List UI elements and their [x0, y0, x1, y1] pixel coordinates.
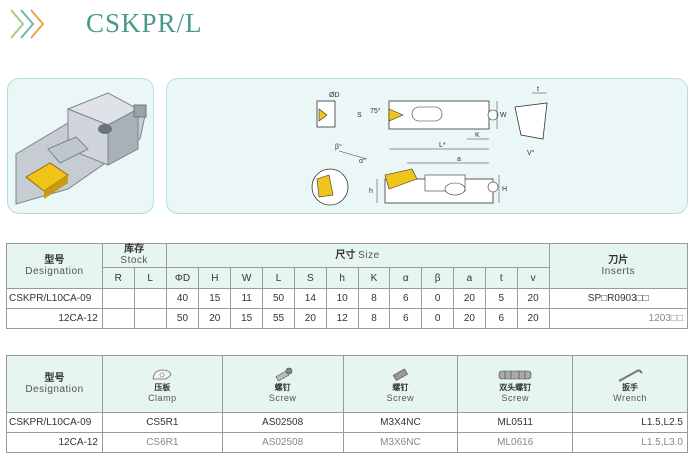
size-col: t: [484, 267, 518, 289]
clamp-cell: CS5R1: [101, 412, 223, 433]
label-s: S: [357, 112, 362, 119]
value-cell: 40: [165, 288, 200, 309]
label-beta: β°: [335, 143, 342, 151]
stock-col-l: L: [133, 267, 167, 289]
value-cell: 6: [389, 288, 423, 309]
table-row: 12CA-12 CS6R1 AS02508 M3X6NC ML0616 L1.5…: [6, 432, 688, 453]
label-h-lower: h: [369, 188, 373, 195]
value-cell: 10: [325, 288, 359, 309]
size-col: S: [293, 267, 327, 289]
label-a: a: [457, 156, 461, 163]
clamp-icon: [152, 369, 172, 380]
dimension-diagram: ØD S 75° W K L* t V° β° α° a H h: [311, 86, 548, 206]
size-header: 尺寸 Size: [165, 243, 550, 268]
designation-cell: CSKPR/L10CA-09: [6, 412, 103, 433]
stock-header: 库存 Stock: [101, 243, 167, 268]
double-screw-icon: [498, 370, 532, 380]
table-row: 12CA-12 50 20 15 55 20 12 8 6 0 20 6 20 …: [6, 308, 688, 329]
size-col: W: [230, 267, 264, 289]
value-cell: 0: [421, 288, 455, 309]
screw1-cell: AS02508: [221, 412, 344, 433]
value-cell: 20: [198, 308, 232, 329]
label-l: L*: [439, 142, 446, 149]
inserts-header: 刀片 Inserts: [548, 243, 688, 289]
label-v: V°: [527, 149, 535, 157]
value-cell: 20: [516, 288, 550, 309]
wrench-header: 扳手 Wrench: [572, 355, 688, 413]
table-row: CSKPR/L10CA-09 CS5R1 AS02508 M3X4NC ML05…: [6, 412, 688, 433]
chevron-logo-icon: [10, 9, 45, 39]
value-cell: 55: [262, 308, 295, 329]
product-image-panel: [7, 78, 154, 214]
screw1-header: 螺钉 Screw: [221, 355, 344, 413]
value-cell: 5: [484, 288, 518, 309]
value-cell: 6: [484, 308, 518, 329]
stock-l-cell: [133, 308, 167, 329]
stock-l-cell: [133, 288, 167, 309]
stock-r-cell: [101, 288, 135, 309]
label-t: t: [537, 86, 539, 93]
designation-cell: 12CA-12: [6, 308, 103, 329]
label-k: K: [475, 132, 480, 139]
screw2-cell: M3X4NC: [342, 412, 459, 433]
designation-cell: CSKPR/L10CA-09: [6, 288, 103, 309]
value-cell: 20: [516, 308, 550, 329]
size-col: H: [198, 267, 232, 289]
value-cell: 50: [262, 288, 295, 309]
screw2-cell: M3X6NC: [342, 432, 459, 453]
value-cell: 50: [165, 308, 200, 329]
dimensions-table: 型号 Designation 库存 Stock 尺寸 Size 刀片 Inser…: [6, 243, 688, 329]
screw-icon: [275, 367, 292, 382]
value-cell: 20: [453, 308, 486, 329]
screw3-cell: ML0511: [457, 412, 574, 433]
label-od: ØD: [329, 92, 340, 99]
value-cell: 20: [453, 288, 486, 309]
label-75: 75°: [370, 107, 381, 115]
designation-header: 型号 Designation: [6, 243, 103, 289]
wrench-cell: L1.5,L2.5: [572, 412, 688, 433]
stock-r-cell: [101, 308, 135, 329]
size-col: β: [421, 267, 455, 289]
tool-holder-image: [15, 92, 147, 205]
value-cell: 8: [357, 308, 391, 329]
label-alpha: α°: [359, 157, 366, 165]
size-col: α: [389, 267, 423, 289]
value-cell: 20: [293, 308, 327, 329]
label-h-upper: H: [502, 186, 507, 193]
label-w: W: [500, 112, 507, 119]
designation-header: 型号 Designation: [6, 355, 103, 413]
value-cell: 15: [230, 308, 264, 329]
value-cell: 12: [325, 308, 359, 329]
clamp-header: 压板 Clamp: [101, 355, 223, 413]
size-col: v: [516, 267, 550, 289]
size-col: h: [325, 267, 359, 289]
screw2-header: 螺钉 Screw: [342, 355, 459, 413]
page-title: CSKPR/L: [86, 8, 203, 38]
designation-cell: 12CA-12: [6, 432, 103, 453]
size-col: a: [453, 267, 486, 289]
value-cell: 14: [293, 288, 327, 309]
wrench-icon: [618, 369, 643, 382]
value-cell: 8: [357, 288, 391, 309]
stock-col-r: R: [101, 267, 135, 289]
size-col: ΦD: [165, 267, 200, 289]
set-screw-icon: [393, 368, 409, 382]
clamp-cell: CS6R1: [101, 432, 223, 453]
screw3-cell: ML0616: [457, 432, 574, 453]
size-col: K: [357, 267, 391, 289]
table-row: CSKPR/L10CA-09 40 15 11 50 14 10 8 6 0 2…: [6, 288, 688, 309]
size-col: L: [262, 267, 295, 289]
dimension-diagram-panel: ØD S 75° W K L* t V° β° α° a H h: [166, 78, 688, 214]
value-cell: 11: [230, 288, 264, 309]
insert-cell: 1203□□: [548, 308, 688, 329]
value-cell: 15: [198, 288, 232, 309]
screw3-header: 双头螺钉 Screw: [457, 355, 574, 413]
insert-cell: SP□R0903□□: [548, 288, 688, 309]
value-cell: 6: [389, 308, 423, 329]
screw1-cell: AS02508: [221, 432, 344, 453]
value-cell: 0: [421, 308, 455, 329]
parts-table: 型号 Designation 压板 Clamp 螺钉 Screw 螺钉 Scre…: [6, 355, 688, 453]
wrench-cell: L1.5,L3.0: [572, 432, 688, 453]
